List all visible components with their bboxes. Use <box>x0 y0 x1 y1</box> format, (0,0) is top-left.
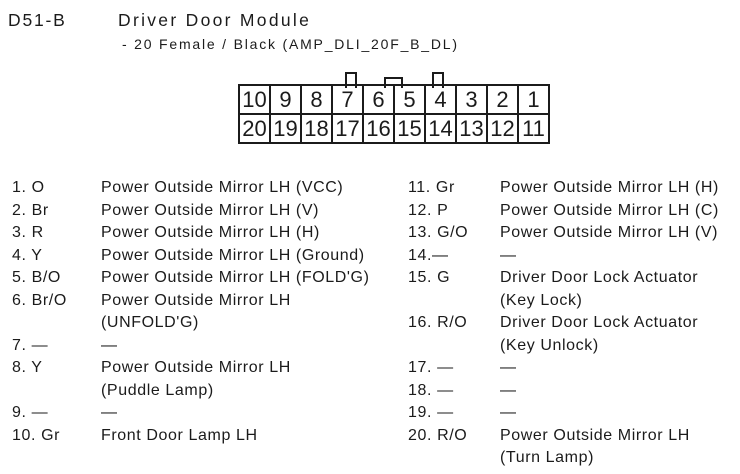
pin-number-color: 10. Gr <box>12 426 61 444</box>
pin-description: Driver Door Lock Actuator <box>500 314 699 331</box>
pin-description: — <box>500 404 517 421</box>
pin-number-color: 7. — <box>12 336 49 354</box>
connector-pin-cell: 5 <box>393 84 426 115</box>
pin-description: Power Outside Mirror LH (FOLD'G) <box>101 269 370 286</box>
connector-pin-cell: 7 <box>331 84 364 115</box>
pin-description: — <box>101 404 118 421</box>
pin-number-color: 17. — <box>408 359 454 376</box>
pin-number-color: 1. O <box>12 179 45 196</box>
connector-pin-cell: 14 <box>424 113 457 144</box>
connector-id: D51-B <box>8 10 67 30</box>
pin-number-color: 9. — <box>12 404 49 421</box>
pin-description: — <box>500 359 517 376</box>
connector-pin-cell: 17 <box>331 113 364 144</box>
connector-pin-cell: 12 <box>486 113 519 144</box>
pin-description: — <box>500 246 517 264</box>
connector-pin-cell: 16 <box>362 113 395 144</box>
pin-description: Power Outside Mirror LH (V) <box>101 201 320 219</box>
pin-description: Power Outside Mirror LH (VCC) <box>101 179 344 196</box>
pin-description: Power Outside Mirror LH <box>101 291 291 309</box>
connector-pin-cell: 20 <box>238 113 271 144</box>
connector-pin-cell: 3 <box>455 84 488 115</box>
pin-description: (Turn Lamp) <box>500 449 595 466</box>
connector-pin-cell: 6 <box>362 84 395 115</box>
connector-pin-cell: 11 <box>517 113 550 144</box>
pin-description: (Key Lock) <box>500 291 583 309</box>
pin-description: Front Door Lamp LH <box>101 426 258 444</box>
page-title: Driver Door Module <box>118 10 312 30</box>
pin-description: Power Outside Mirror LH <box>500 426 690 444</box>
pin-description: (UNFOLD'G) <box>101 314 199 331</box>
pin-number-color: 19. — <box>408 404 454 421</box>
connector-key-tab <box>384 77 403 88</box>
pin-number-color: 13. G/O <box>408 224 469 241</box>
pin-description: Power Outside Mirror LH <box>101 359 291 376</box>
pin-number-color: 2. Br <box>12 201 49 219</box>
connector-pin-cell: 9 <box>269 84 302 115</box>
pin-description: (Key Unlock) <box>500 336 599 354</box>
pin-number-color: 15. G <box>408 269 451 286</box>
connector-pin-cell: 8 <box>300 84 333 115</box>
pin-description: Power Outside Mirror LH (V) <box>500 224 719 241</box>
connector-subtitle: - 20 Female / Black (AMP_DLI_20F_B_DL) <box>122 36 459 52</box>
connector-key-tab <box>345 72 357 88</box>
pin-description: Driver Door Lock Actuator <box>500 269 699 286</box>
pin-number-color: 11. Gr <box>408 179 455 196</box>
pin-number-color: 6. Br/O <box>12 291 67 309</box>
connector-pin-cell: 18 <box>300 113 333 144</box>
connector-pin-cell: 13 <box>455 113 488 144</box>
pin-description: — <box>101 336 118 354</box>
pin-number-color: 14.— <box>408 246 449 264</box>
pin-number-color: 18. — <box>408 381 454 399</box>
connector-pin-cell: 2 <box>486 84 519 115</box>
pin-number-color: 4. Y <box>12 246 43 264</box>
pin-description: Power Outside Mirror LH (Ground) <box>101 246 365 264</box>
pin-description: Power Outside Mirror LH (C) <box>500 201 719 219</box>
pin-description: Power Outside Mirror LH (H) <box>101 224 320 241</box>
pin-number-color: 3. R <box>12 224 44 241</box>
connector-key-tab <box>432 72 444 88</box>
pin-number-color: 8. Y <box>12 359 43 376</box>
connector-pin-cell: 15 <box>393 113 426 144</box>
connector-pin-cell: 10 <box>238 84 271 115</box>
pin-description: — <box>500 381 517 399</box>
pin-description: Power Outside Mirror LH (H) <box>500 179 719 196</box>
pin-number-color: 16. R/O <box>408 314 468 331</box>
pin-description: (Puddle Lamp) <box>101 381 214 399</box>
connector-pin-cell: 1 <box>517 84 550 115</box>
pin-number-color: 12. P <box>408 201 449 219</box>
connector-pin-cell: 19 <box>269 113 302 144</box>
pin-number-color: 5. B/O <box>12 269 61 286</box>
connector-pin-cell: 4 <box>424 84 457 115</box>
pin-number-color: 20. R/O <box>408 426 468 444</box>
